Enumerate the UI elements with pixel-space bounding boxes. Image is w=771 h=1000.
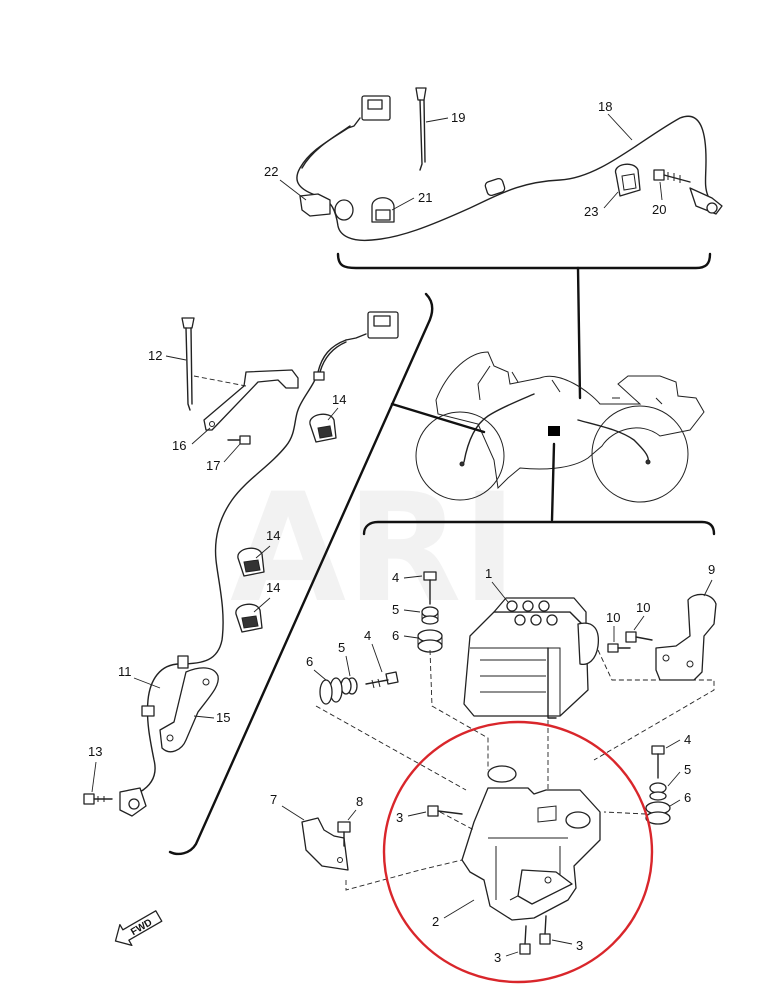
abs-hydraulic-unit: [463, 597, 600, 719]
abs-bracket-9: [655, 593, 717, 681]
motorcycle-location-sketch: [390, 351, 705, 522]
rear-wheel-sensor-lead: [296, 115, 709, 242]
callout-13: 13: [88, 744, 102, 759]
bolt-20: [653, 169, 691, 183]
left-group-divider: [168, 292, 434, 856]
front-harness-connector: [345, 311, 399, 341]
bolt-4-top: [423, 571, 437, 605]
callout-23: 23: [584, 204, 598, 219]
bolt-4-left: [365, 671, 399, 689]
watermark: ARI: [230, 462, 517, 636]
rear-harness-connector: [347, 95, 391, 129]
callout-15: 15: [216, 710, 230, 725]
callout-4-right: 4: [684, 732, 691, 747]
cable-tie-19: [415, 87, 427, 171]
callout-3-lower-left: 3: [494, 950, 501, 965]
sensor-bracket-16: [203, 369, 299, 431]
callout-10-right: 10: [636, 600, 650, 615]
callout-14-upper: 14: [332, 392, 346, 407]
clamp-23: [614, 163, 641, 197]
rear-wheel-sensor: [689, 187, 723, 215]
cable-tie-12: [181, 317, 195, 411]
sketch-rear-harness: [577, 419, 649, 463]
highlight-circle: [382, 720, 654, 984]
callout-7: 7: [270, 792, 277, 807]
forward-arrow-icon: FWD: [114, 910, 163, 947]
clamp-14-upper: [309, 413, 337, 443]
bottom-group-bracket: [362, 520, 716, 536]
bolt-17: [227, 435, 251, 445]
callout-2: 2: [432, 914, 439, 929]
collar-5-top: [421, 606, 439, 625]
front-wheel-sensor: [119, 787, 147, 817]
sketch-front-harness: [463, 393, 535, 463]
callout-6-right: 6: [684, 790, 691, 805]
callout-11: 11: [118, 664, 132, 679]
abs-unit-group: 1 4 5 6 4 5 6 9 10 10 4 5 6 7 8 3 2 3: [270, 520, 717, 965]
bolt-8: [337, 821, 351, 847]
forward-label: FWD: [129, 917, 154, 938]
clamp-21: [371, 197, 395, 223]
callout-8: 8: [356, 794, 363, 809]
callout-19: 19: [451, 110, 465, 125]
sensor-guard-15: [159, 667, 219, 753]
grommet-6-left: [319, 677, 343, 705]
bolt-3-upper: [427, 805, 463, 817]
callout-18: 18: [598, 99, 612, 114]
holder-22: [299, 193, 354, 221]
callout-21: 21: [418, 190, 432, 205]
abs-mount-bracket-2: [461, 765, 601, 921]
callout-12: 12: [148, 348, 162, 363]
callout-5-top: 5: [392, 602, 399, 617]
callout-20: 20: [652, 202, 666, 217]
clamp-14-middle: [237, 547, 265, 577]
wire-grommet: [484, 177, 506, 197]
callout-10-left: 10: [606, 610, 620, 625]
callout-3-lower-right: 3: [576, 938, 583, 953]
callout-22: 22: [264, 164, 278, 179]
bolt-3-lower-left: [519, 925, 531, 955]
callout-1: 1: [485, 566, 492, 581]
callout-5-right: 5: [684, 762, 691, 777]
grommet-6-top: [417, 629, 443, 653]
callout-17: 17: [206, 458, 220, 473]
abs-unit-location-marker: [548, 426, 560, 436]
bolt-10-left: [607, 643, 631, 653]
collar-5-right: [649, 782, 667, 801]
callout-14-middle: 14: [266, 528, 280, 543]
rear-sensor-harness-group: 19 18 22 21 23 20: [264, 87, 723, 400]
bolt-13: [83, 793, 113, 805]
callout-14-lower: 14: [266, 580, 280, 595]
callout-4-left: 4: [364, 628, 371, 643]
bolt-3-lower-right: [539, 915, 551, 945]
callout-3-upper: 3: [396, 810, 403, 825]
front-sensor-harness-group: 12 16 17 14 14 14 11 15 13: [83, 292, 434, 856]
bolt-4-right: [651, 745, 665, 779]
callout-4-top: 4: [392, 570, 399, 585]
grommet-6-right: [645, 801, 671, 825]
bolt-10-right: [625, 631, 653, 643]
collar-5-left: [340, 677, 358, 695]
callout-6-top: 6: [392, 628, 399, 643]
callout-16: 16: [172, 438, 186, 453]
callout-9: 9: [708, 562, 715, 577]
top-group-bracket: [336, 252, 712, 270]
callout-5-left: 5: [338, 640, 345, 655]
callout-6-left: 6: [306, 654, 313, 669]
